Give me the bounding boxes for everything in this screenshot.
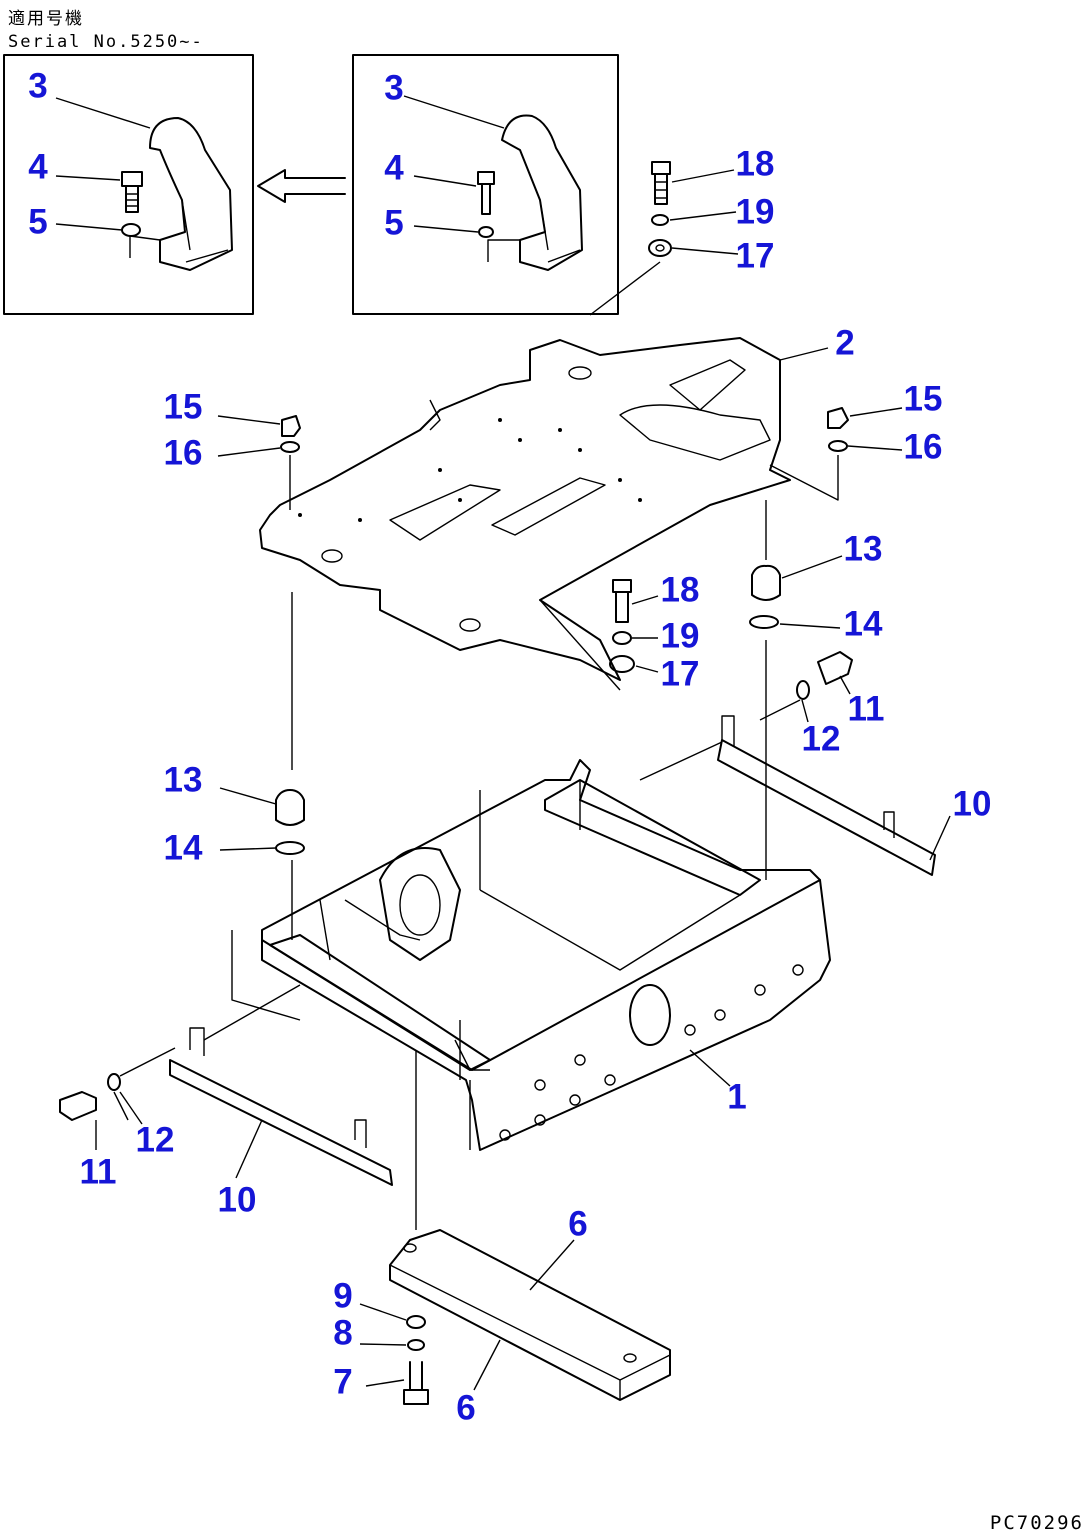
inset-box-left (3, 54, 254, 315)
arrow-left-icon (257, 169, 346, 203)
bolt-washer-set-top (589, 161, 672, 316)
callout-9: 9 (333, 1276, 353, 1316)
bracket-left-drawing (121, 117, 233, 271)
revolving-frame-drawing (231, 759, 831, 1151)
callout-16: 16 (903, 427, 943, 467)
callout-6: 6 (456, 1388, 476, 1428)
callout-17: 17 (660, 654, 700, 694)
callout-12: 12 (135, 1120, 175, 1160)
inset-box-right (352, 54, 619, 315)
floor-plate-drawing (259, 337, 791, 691)
callout-18: 18 (735, 144, 775, 184)
callout-15: 15 (903, 379, 943, 419)
rubber-mount-right (749, 564, 781, 629)
bolt-washer-set-right (759, 651, 853, 721)
callout-4: 4 (28, 147, 48, 187)
callout-7: 7 (333, 1362, 353, 1402)
nut-washer-set-right (769, 407, 849, 501)
callout-11: 11 (847, 689, 885, 729)
callout-19: 19 (735, 192, 775, 232)
bolt-washer-set-middle (609, 579, 635, 673)
callout-5: 5 (384, 203, 404, 243)
bracket-right-drawing (477, 114, 583, 271)
bolt-washer-set-bottom (403, 1315, 429, 1405)
callout-14: 14 (843, 604, 883, 644)
callout-6: 6 (568, 1204, 588, 1244)
applicable-model-label: 適用号機 (8, 9, 84, 29)
callout-10: 10 (217, 1180, 257, 1220)
callout-3: 3 (384, 68, 404, 108)
callout-2: 2 (835, 323, 855, 363)
bolt-washer-set-left (59, 1047, 176, 1150)
serial-number-label: Serial No.5250~- (8, 32, 204, 52)
callout-8: 8 (333, 1313, 353, 1353)
callout-12: 12 (801, 719, 841, 759)
under-rail-drawing (389, 1229, 671, 1401)
callout-10: 10 (952, 784, 992, 824)
callout-15: 15 (163, 387, 203, 427)
nut-washer-set-left (280, 415, 301, 510)
callout-18: 18 (660, 570, 700, 610)
side-rail-left (169, 984, 393, 1186)
callout-3: 3 (28, 66, 48, 106)
callout-16: 16 (163, 433, 203, 473)
callout-13: 13 (843, 529, 883, 569)
side-rail-right (639, 715, 936, 876)
leader-lines (55, 95, 951, 1391)
callout-11: 11 (79, 1152, 117, 1192)
rubber-mount-left (275, 789, 305, 855)
callout-19: 19 (660, 616, 700, 656)
callout-14: 14 (163, 828, 203, 868)
figure-id: PC70296 (989, 1512, 1084, 1534)
callout-1: 1 (727, 1077, 747, 1117)
callout-13: 13 (163, 760, 203, 800)
callout-5: 5 (28, 202, 48, 242)
callout-4: 4 (384, 148, 404, 188)
callout-17: 17 (735, 236, 775, 276)
